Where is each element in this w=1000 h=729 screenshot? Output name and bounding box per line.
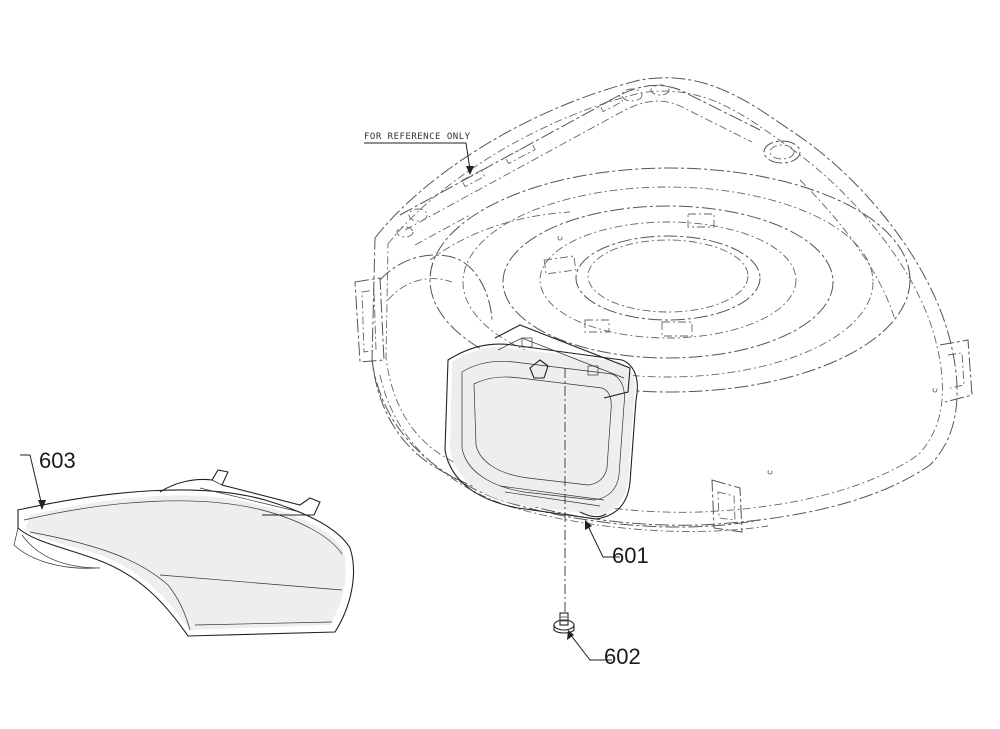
part-603-label: 603 <box>39 448 76 473</box>
reference-note-text: FOR REFERENCE ONLY <box>364 132 471 142</box>
part-602-screw: 602 <box>553 612 641 669</box>
part-601-discharge-plug: 601 <box>444 324 649 568</box>
part-603-side-discharge-chute: 603 <box>13 448 355 637</box>
part-601-label: 601 <box>612 543 649 568</box>
reference-note: FOR REFERENCE ONLY <box>364 132 474 175</box>
part-602-label: 602 <box>604 644 641 669</box>
mower-deck-reference <box>354 77 973 533</box>
